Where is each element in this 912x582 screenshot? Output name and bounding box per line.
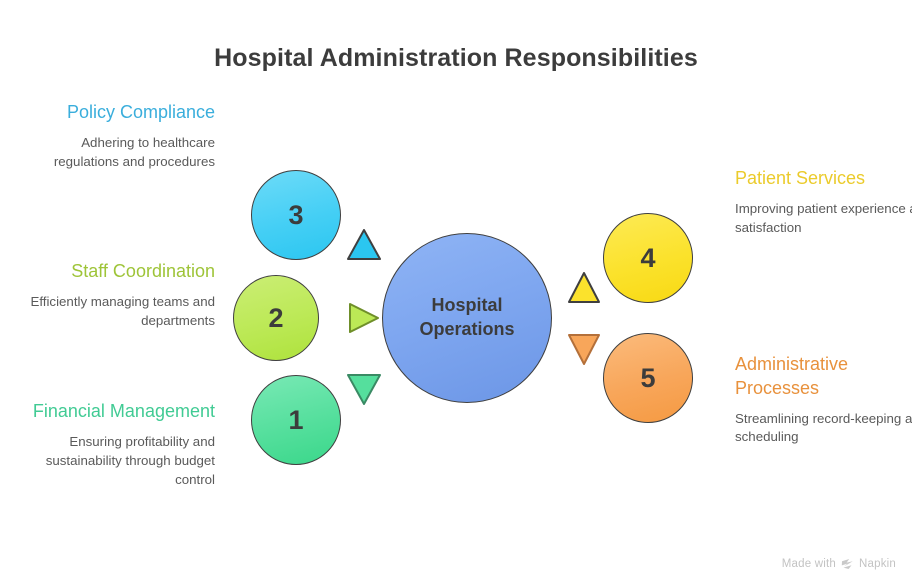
item-staff-coordination-heading: Staff Coordination: [71, 261, 215, 281]
center-node-hospital-operations[interactable]: Hospital Operations: [382, 233, 552, 403]
item-staff-coordination: Staff Coordination Efficiently managing …: [15, 260, 215, 331]
node-circle-2-number: 2: [268, 302, 284, 333]
node-circle-1[interactable]: 1: [251, 375, 341, 465]
node-circle-2[interactable]: 2: [233, 275, 319, 361]
napkin-logo-icon: [841, 559, 853, 569]
item-patient-services: Patient Services Improving patient exper…: [735, 167, 912, 238]
watermark-text: Made with: [781, 558, 836, 570]
node-circle-4-number: 4: [640, 242, 656, 273]
center-node-label: Hospital Operations: [419, 294, 514, 342]
connector-triangle-down-orange: [568, 334, 600, 365]
node-circle-4[interactable]: 4: [603, 213, 693, 303]
item-financial-management: Financial Management Ensuring profitabil…: [15, 400, 215, 489]
item-policy-compliance: Policy Compliance Adhering to healthcare…: [15, 101, 215, 172]
node-circle-3[interactable]: 3: [251, 170, 341, 260]
item-financial-management-description: Ensuring profitability and sustainabilit…: [45, 433, 215, 487]
watermark-brand: Napkin: [859, 558, 896, 570]
item-patient-services-heading: Patient Services: [735, 168, 866, 188]
connector-triangle-up-cyan: [347, 229, 381, 260]
connector-triangle-up-yellow: [568, 272, 600, 303]
watermark: Made with Napkin: [782, 558, 896, 570]
node-circle-5-number: 5: [640, 362, 656, 393]
item-administrative-processes-description: Streamlining record-keeping and scheduli…: [735, 410, 912, 445]
center-node-label-line2: Operations: [419, 319, 515, 339]
center-node-label-line1: Hospital: [431, 295, 503, 316]
item-administrative-processes-heading: Administrative Processes: [735, 354, 849, 398]
node-circle-5[interactable]: 5: [603, 333, 693, 423]
connector-triangle-down-mint: [347, 374, 381, 405]
item-administrative-processes: Administrative Processes Streamlining re…: [735, 353, 912, 447]
item-policy-compliance-heading: Policy Compliance: [66, 102, 215, 122]
page-title: Hospital Administration Responsibilities: [214, 44, 698, 72]
item-patient-services-description: Improving patient experience and satisfa…: [735, 200, 912, 235]
item-staff-coordination-description: Efficiently managing teams and departmen…: [30, 293, 215, 328]
item-financial-management-heading: Financial Management: [32, 401, 215, 421]
connector-triangle-right-green: [349, 303, 379, 333]
item-policy-compliance-description: Adhering to healthcare regulations and p…: [53, 134, 215, 169]
node-circle-1-number: 1: [288, 404, 304, 435]
node-circle-3-number: 3: [288, 199, 304, 230]
